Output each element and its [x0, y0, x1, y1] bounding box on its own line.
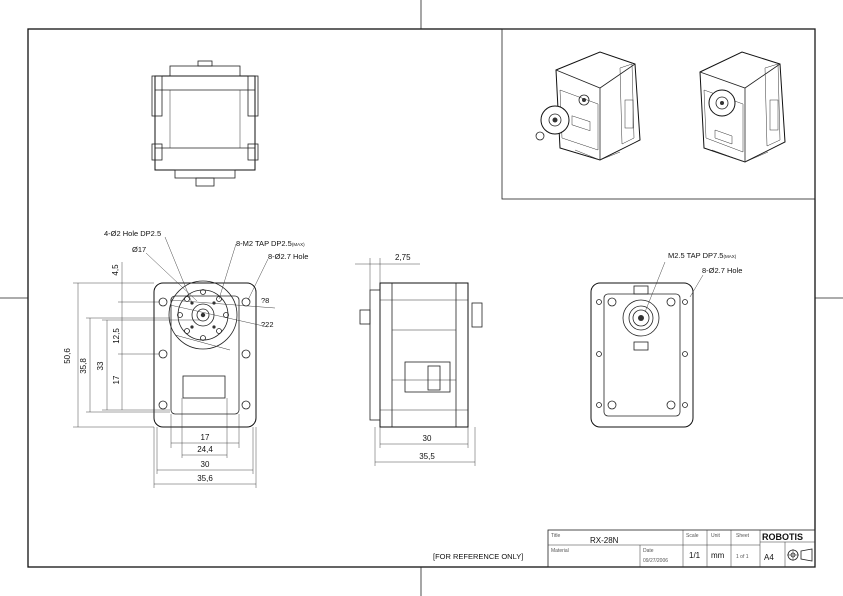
side-view — [359, 282, 483, 428]
label-4-holes: 4-Ø2 Hole DP2.5 — [104, 229, 161, 238]
isometric-view-left — [535, 51, 641, 161]
scale-label: Scale — [686, 533, 699, 539]
title-label: Title — [551, 533, 560, 539]
material-label: Material — [551, 548, 569, 554]
dim-50-6: 50,6 — [63, 348, 72, 364]
isometric-views-panel — [501, 28, 816, 200]
label-8-holes-back: 8-Ø2.7 Hole — [702, 266, 742, 275]
label-m25-tap: M2.5 TAP DP7.5(MAX) — [668, 251, 737, 260]
label-m2-tap: 8-M2 TAP DP2.5(MAX) — [236, 239, 305, 248]
title-block: Title RX-28N Material Date 09/27/2006 Sc… — [547, 529, 816, 568]
dim-4-5: 4,5 — [111, 264, 120, 276]
sheet-label: Sheet — [736, 533, 750, 539]
paper-size: A4 — [764, 553, 774, 562]
dim-35-8: 35,8 — [79, 358, 88, 374]
label-angle-22: ?22 — [261, 320, 274, 329]
top-view — [151, 60, 259, 187]
dim-17-horizontal: 17 — [201, 433, 210, 442]
side-dimensions: 2,75 30 35,5 — [355, 253, 476, 466]
front-view — [153, 280, 257, 428]
label-angle-8: ?8 — [261, 296, 269, 305]
date-value: 09/27/2006 — [643, 558, 668, 564]
unit-value: mm — [711, 551, 725, 560]
isometric-view-right — [699, 51, 786, 163]
title-value: RX-28N — [590, 536, 619, 545]
sheet-value: 1 of 1 — [736, 554, 749, 560]
dim-17-vertical: 17 — [112, 375, 121, 384]
front-annotations: 4-Ø2 Hole DP2.5 Ø17 8-M2 TAP DP2.5(MAX) … — [104, 229, 308, 329]
brand-logo: ROBOTIS — [762, 532, 803, 542]
projection-symbol-icon — [787, 548, 813, 562]
dim-24-4: 24,4 — [197, 445, 213, 454]
date-label: Date — [643, 548, 654, 554]
front-dimension-labels: 50,6 35,8 33 17 12,5 4,5 17 24,4 30 35,6 — [63, 264, 213, 483]
back-view: M2.5 TAP DP7.5(MAX) 8-Ø2.7 Hole — [590, 251, 742, 428]
scale-value: 1/1 — [689, 551, 701, 560]
dim-30-front: 30 — [201, 460, 210, 469]
unit-label: Unit — [711, 533, 721, 539]
dim-2-75: 2,75 — [395, 253, 411, 262]
label-8-holes-front: 8-Ø2.7 Hole — [268, 252, 308, 261]
reference-note: [FOR REFERENCE ONLY] — [433, 552, 523, 561]
front-dimensions — [73, 236, 276, 488]
dim-30-side: 30 — [423, 434, 432, 443]
dim-35-5: 35,5 — [419, 452, 435, 461]
dim-33: 33 — [96, 361, 105, 370]
dim-12-5: 12,5 — [112, 328, 121, 344]
dim-35-6: 35,6 — [197, 474, 213, 483]
label-dia-17: Ø17 — [132, 245, 146, 254]
